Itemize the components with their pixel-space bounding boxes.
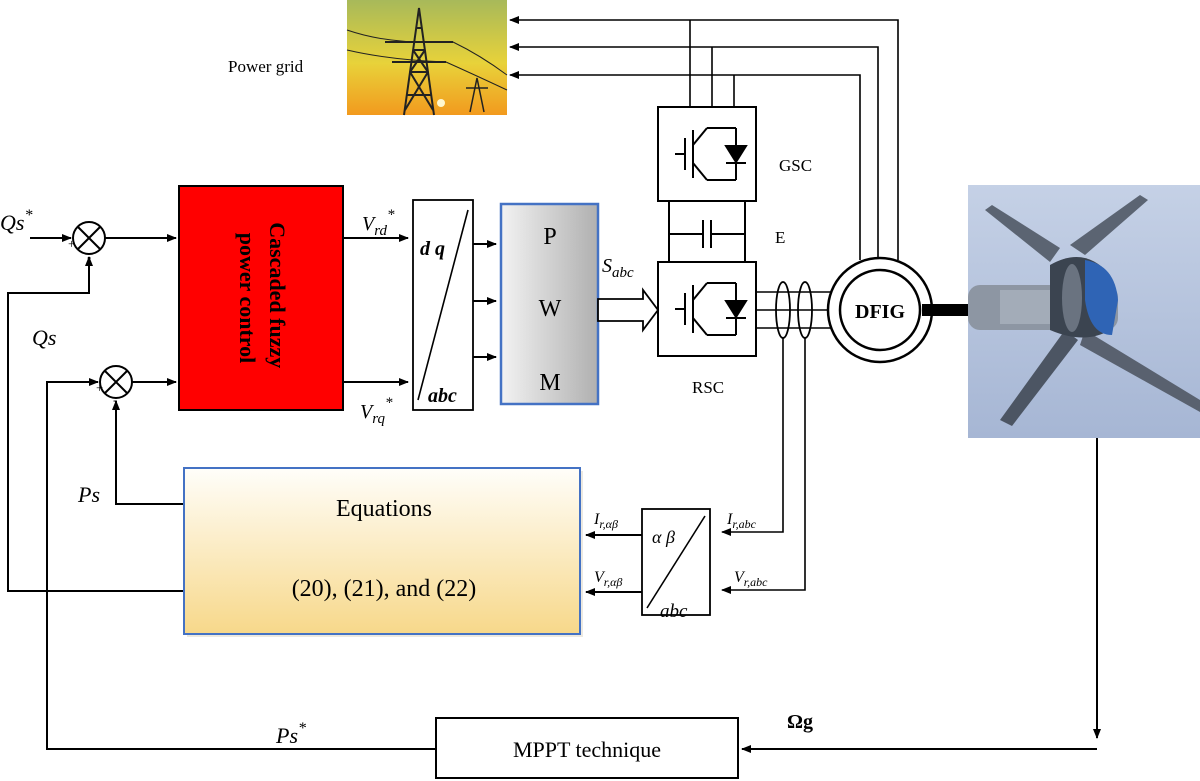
rotor-lines [721,281,838,594]
dfig-label: DFIG [855,301,905,323]
svg-text:-: - [113,392,117,407]
gsc-converter [657,106,757,202]
equations-title: Equations [336,496,432,522]
igbt-diode-icon [675,127,748,181]
ps-feedback-line [112,400,184,505]
alphabeta-abc-transform: α β abc [641,508,711,622]
sum-junction-q: + - [68,221,106,264]
rsc-label: RSC [692,378,724,397]
rsc-converter [657,261,757,357]
mppt-label: MPPT technique [513,737,661,762]
dc-link [668,201,746,262]
pwm-letter-w: W [539,296,562,322]
pwm-letter-p: P [543,224,556,250]
v-r-alphabeta-label: Vr,αβ [594,569,622,589]
sum-junction-p: + - [96,365,133,407]
vrq-ref-label: Vrq* [360,395,393,427]
ab-bottom-label: abc [660,601,688,622]
mppt-block: MPPT technique [435,717,739,779]
ps-label: Ps [77,482,100,507]
power-grid-photo [346,0,508,116]
dc-link-label: E [775,228,785,247]
omega-g-label: Ωg [787,711,813,733]
wind-turbine-hub-icon [968,195,1200,426]
wind-turbine-photo [968,185,1200,438]
svg-text:+: + [68,236,75,251]
pwm-block: P W M [499,202,600,406]
grid-stator-lines [509,16,899,260]
pwm-letter-m: M [539,370,560,396]
i-r-alphabeta-label: Ir,αβ [593,511,618,531]
qs-label: Qs [32,325,56,350]
capacitor-icon [702,220,712,248]
equations-block: Equations (20), (21), and (22) [183,467,583,637]
svg-text:Cascaded fuzzy power con: Cascaded fuzzy power control [235,222,290,374]
qs-ref-label: Qs* [0,207,32,235]
equations-refs: (20), (21), and (22) [292,576,477,602]
dq-bottom-label: abc [428,385,457,407]
ps-ref-label: Ps* [275,720,306,748]
ps-ref-line [46,378,436,750]
power-tower-sunset-icon [346,7,508,116]
svg-text:+: + [96,380,103,395]
dfig-machine [826,256,972,364]
dq-abc-transform: d q abc [412,199,474,411]
gsc-label: GSC [779,156,812,175]
cascaded-fuzzy-controller: Cascaded fuzzy power control [178,185,344,411]
vrd-ref-label: Vrd* [362,207,395,239]
power-grid-label: Power grid [228,57,304,76]
dq-top-label: d q [420,238,445,260]
sabc-label: Sabc [602,255,634,281]
controller-label-line1: Cascaded fuzzy [265,222,290,368]
i-r-abc-label: Ir,abc [726,511,757,531]
qs-feedback-line [7,256,184,592]
v-r-abc-label: Vr,abc [734,569,768,589]
sabc-hollow-arrow [597,287,660,333]
ab-top-label: α β [652,527,675,547]
controller-label-line2: power control [235,233,260,364]
